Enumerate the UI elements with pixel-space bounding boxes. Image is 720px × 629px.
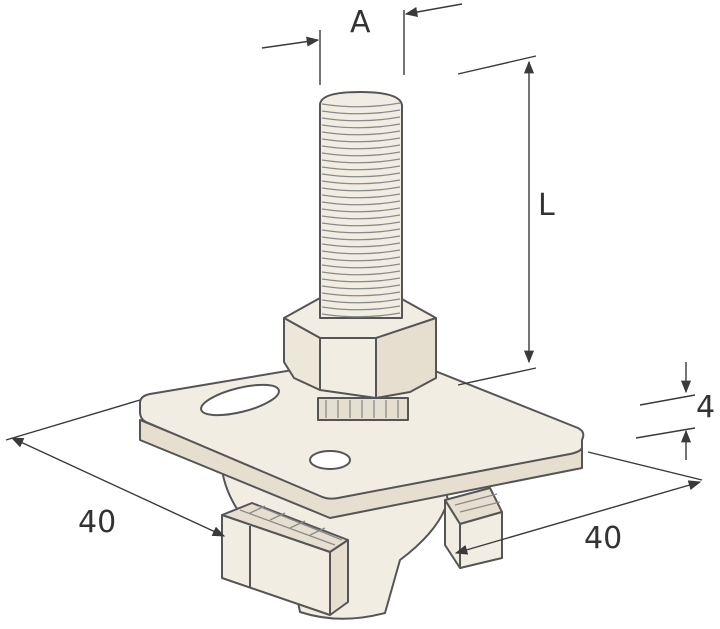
label-thickness: 4 bbox=[696, 390, 715, 425]
label-depth: 40 bbox=[584, 521, 622, 556]
thread-line bbox=[321, 165, 401, 171]
thread-line bbox=[321, 130, 401, 136]
right-jaw bbox=[444, 487, 503, 569]
thread-line bbox=[321, 214, 401, 220]
thread-line bbox=[321, 270, 401, 276]
thread-line bbox=[321, 151, 401, 157]
thread-line bbox=[321, 200, 401, 206]
dimension-l: L bbox=[457, 55, 555, 386]
thread-line bbox=[321, 123, 401, 129]
bolt-lower-thread bbox=[317, 397, 409, 421]
thread-line bbox=[321, 179, 401, 185]
hex-nut-right-face bbox=[375, 317, 437, 399]
hex-nut bbox=[283, 297, 437, 399]
thread-line bbox=[321, 305, 401, 311]
dimension-a: A bbox=[261, 3, 463, 85]
thread-line bbox=[321, 256, 401, 262]
thread-line bbox=[321, 193, 401, 199]
thread-line bbox=[321, 186, 401, 192]
thread-line bbox=[321, 102, 401, 108]
threaded-bolt bbox=[319, 91, 403, 319]
thread-line bbox=[321, 291, 401, 297]
thread-line bbox=[321, 228, 401, 234]
thread-line bbox=[321, 242, 401, 248]
thread-line bbox=[321, 144, 401, 150]
bolt-threads bbox=[321, 102, 401, 318]
dimension-width: 40 bbox=[5, 399, 226, 540]
dimension-thickness: 4 bbox=[635, 362, 715, 460]
thread-line bbox=[321, 249, 401, 255]
thread-line bbox=[321, 221, 401, 227]
thread-line bbox=[321, 158, 401, 164]
plate-slot-hole bbox=[200, 383, 280, 417]
thread-line bbox=[321, 116, 401, 122]
hex-nut-center-face bbox=[319, 337, 377, 399]
dimension-depth: 40 bbox=[454, 451, 703, 556]
label-width: 40 bbox=[78, 505, 116, 540]
thread-line bbox=[321, 207, 401, 213]
thread-line bbox=[321, 172, 401, 178]
thread-line bbox=[321, 312, 401, 318]
thread-line bbox=[321, 277, 401, 283]
thread-line bbox=[321, 298, 401, 304]
label-a: A bbox=[350, 5, 371, 40]
hex-nut-left-face bbox=[283, 317, 321, 391]
base-plate bbox=[139, 353, 585, 519]
left-jaw bbox=[221, 502, 349, 616]
label-l: L bbox=[538, 188, 555, 223]
thread-line bbox=[321, 263, 401, 269]
thread-line bbox=[321, 137, 401, 143]
thread-line bbox=[321, 109, 401, 115]
thread-line bbox=[321, 235, 401, 241]
thread-line bbox=[321, 284, 401, 290]
plate-round-hole bbox=[309, 450, 351, 470]
